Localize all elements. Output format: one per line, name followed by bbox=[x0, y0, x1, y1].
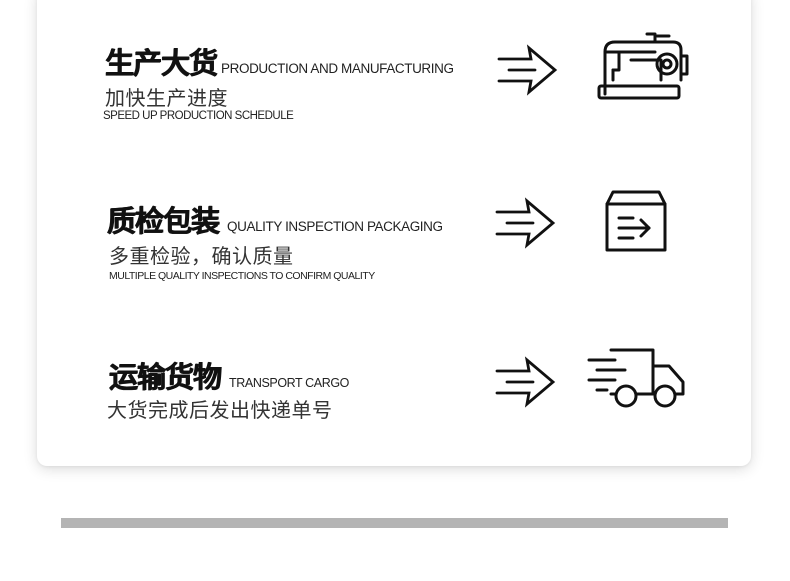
delivery-truck-icon bbox=[587, 348, 685, 408]
step-title-en: PRODUCTION AND MANUFACTURING bbox=[221, 61, 454, 76]
step-title-zh: 生产大货 bbox=[105, 46, 218, 80]
step-title: 运输货物 TRANSPORT CARGO bbox=[109, 354, 349, 396]
step-title-zh: 质检包装 bbox=[107, 204, 220, 238]
step-subtitle-zh: 加快生产进度 bbox=[105, 86, 228, 110]
step-transport: 运输货物 TRANSPORT CARGO 大货完成后发出快递单号 bbox=[37, 348, 751, 474]
arrow-right-icon bbox=[495, 197, 556, 249]
step-subtitle-zh: 多重检验，确认质量 bbox=[109, 244, 294, 268]
step-title: 质检包装 QUALITY INSPECTION PACKAGING bbox=[107, 198, 443, 240]
divider-bar bbox=[61, 518, 728, 528]
step-title-zh: 运输货物 bbox=[109, 360, 222, 394]
step-title-en: QUALITY INSPECTION PACKAGING bbox=[227, 219, 443, 234]
step-subtitle-en: MULTIPLE QUALITY INSPECTIONS TO CONFIRM … bbox=[109, 270, 375, 282]
step-title-en: TRANSPORT CARGO bbox=[229, 376, 349, 390]
sewing-machine-icon bbox=[597, 32, 689, 100]
arrow-right-icon bbox=[497, 44, 558, 96]
arrow-right-icon bbox=[495, 356, 556, 408]
package-box-icon bbox=[605, 190, 667, 252]
step-subtitle-zh: 大货完成后发出快递单号 bbox=[107, 398, 333, 422]
step-quality-inspection: 质检包装 QUALITY INSPECTION PACKAGING 多重检验，确认… bbox=[37, 190, 751, 318]
step-subtitle-en: SPEED UP PRODUCTION SCHEDULE bbox=[103, 110, 294, 122]
